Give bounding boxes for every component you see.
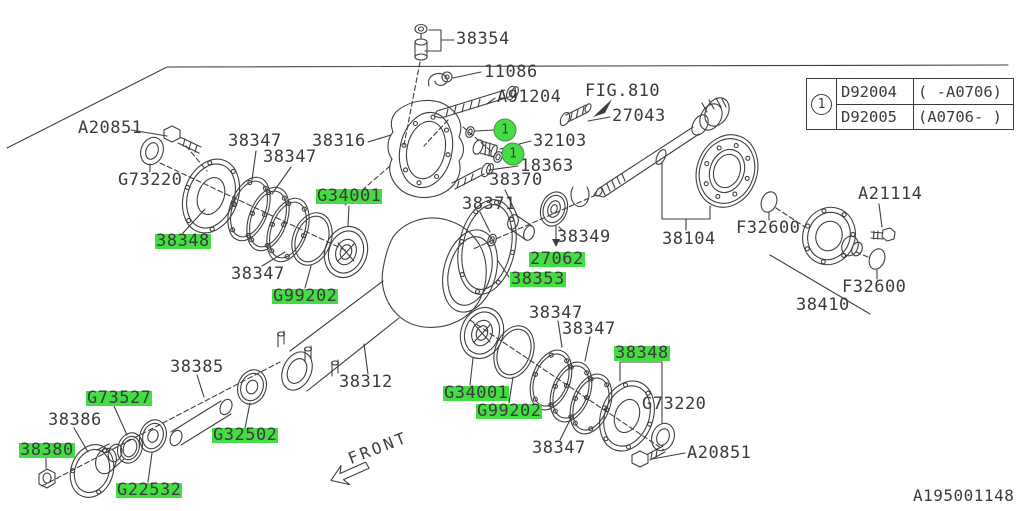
diagram-callout-1-0[interactable]: 1 <box>493 118 517 142</box>
part-label-38347-20: 38347 <box>263 147 317 167</box>
part-label-38380-29[interactable]: 38380 <box>19 440 75 460</box>
part-label-27062-10[interactable]: 27062 <box>529 249 585 269</box>
part-label-38386-28: 38386 <box>48 410 102 430</box>
table-part-number-row1: D92004 <box>836 79 913 104</box>
part-label-32103-5: 32103 <box>533 131 587 151</box>
part-label-11086-1: 11086 <box>484 62 538 82</box>
part-label-G99202-34[interactable]: G99202 <box>476 401 543 421</box>
part-label-F32600-13: F32600 <box>736 218 801 238</box>
front-arrow <box>330 461 370 486</box>
part-label-38353-11[interactable]: 38353 <box>510 269 566 289</box>
part-label-38385-26: 38385 <box>170 357 224 377</box>
part-label-38349-9: 38349 <box>557 227 611 247</box>
part-label-38347-19: 38347 <box>228 131 282 151</box>
part-label-G22532-31[interactable]: G22532 <box>116 480 183 500</box>
table-applicability-row2: (A0706- ) <box>913 104 1013 129</box>
part-label-G73220-39: G73220 <box>642 394 707 414</box>
generated-rings <box>42 23 886 498</box>
applicability-table: 1 D92004 ( -A0706) D92005 (A0706- ) <box>806 78 1014 130</box>
extension-housing-outline <box>387 100 465 198</box>
part-label-38371-8: 38371 <box>462 194 516 214</box>
part-label-38347-36: 38347 <box>562 319 616 339</box>
part-label-38410-16: 38410 <box>796 295 850 315</box>
carrier-housing-outline <box>381 217 487 328</box>
part-label-A20851-40: A20851 <box>687 443 752 463</box>
part-label-G99202-25[interactable]: G99202 <box>272 286 339 306</box>
part-label-A91204-2: A91204 <box>497 87 562 107</box>
table-applicability-row1: ( -A0706) <box>913 79 1013 104</box>
part-label-38312-32: 38312 <box>339 372 393 392</box>
part-label-G34001-24[interactable]: G34001 <box>316 186 383 206</box>
dashed-axis-lines <box>41 61 869 487</box>
part-label-G34001-33[interactable]: G34001 <box>443 383 510 403</box>
part-label-FIG.810-3: FIG.810 <box>585 81 661 101</box>
diagram-linework <box>6 23 1009 498</box>
part-label-38316-21: 38316 <box>312 131 366 151</box>
part-label-G73220-18: G73220 <box>118 170 183 190</box>
part-label-38354-0: 38354 <box>456 29 510 49</box>
part-label-F32600-15: F32600 <box>842 277 907 297</box>
leader-lines <box>45 29 883 483</box>
table-part-number-row2: D92005 <box>836 104 913 129</box>
part-label-38348-22[interactable]: 38348 <box>155 231 211 251</box>
part-label-38104-12: 38104 <box>662 229 716 249</box>
part-label-G32502-30[interactable]: G32502 <box>212 425 279 445</box>
border-line <box>6 64 1009 149</box>
part-label-A20851-17: A20851 <box>78 118 143 138</box>
part-label-38347-37: 38347 <box>532 438 586 458</box>
part-label-38370-7: 38370 <box>489 170 543 190</box>
part-label-38347-23: 38347 <box>231 264 285 284</box>
part-label-G73527-27[interactable]: G73527 <box>86 388 153 408</box>
diagram-callout-1-1[interactable]: 1 <box>501 142 525 166</box>
part-label-A21114-14: A21114 <box>858 184 923 204</box>
table-callout-cell: 1 <box>807 79 836 129</box>
part-label-38348-38[interactable]: 38348 <box>614 343 670 363</box>
callout-1-badge: 1 <box>811 93 832 115</box>
part-label-18363-6: 18363 <box>520 156 574 176</box>
part-label-27043-4: 27043 <box>612 106 666 126</box>
figure-code: A195001148 <box>913 486 1015 505</box>
part-label-38347-35: 38347 <box>529 303 583 323</box>
